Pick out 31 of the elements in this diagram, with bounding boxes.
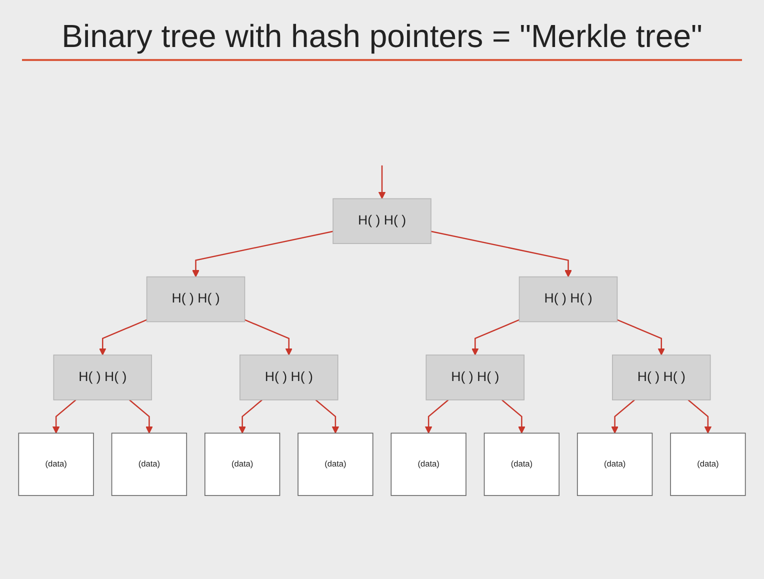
arrow [688,399,712,434]
node-box: (data) [298,432,374,496]
title: Binary tree with hash pointers = "Merkle tree" [62,18,702,55]
arrow [52,399,76,434]
node-box: (data) [670,432,746,496]
arrow [611,399,636,434]
node-box: H( ) H( ) [332,198,432,244]
node-box: (data) [204,432,280,496]
node-box: (data) [576,432,653,496]
arrow [471,319,520,356]
arrow [616,319,666,356]
arrow [98,319,148,356]
arrow [244,319,293,356]
arrow [128,399,153,434]
arrow [192,230,334,278]
arrow [501,399,526,434]
node-box: (data) [484,432,560,496]
node-box: H( ) H( ) [612,354,711,400]
node-box: (data) [111,432,188,496]
arrow [238,399,263,434]
node-box: H( ) H( ) [426,354,524,400]
node-box: (data) [390,432,466,496]
node-box: H( ) H( ) [146,276,246,322]
arrow [378,165,386,200]
node-box: H( ) H( ) [53,354,152,400]
arrow [315,399,340,434]
node-box: (data) [18,432,94,496]
arrow [430,230,572,278]
node-box: H( ) H( ) [518,276,618,322]
arrow [424,399,449,434]
node-box: H( ) H( ) [240,354,338,400]
